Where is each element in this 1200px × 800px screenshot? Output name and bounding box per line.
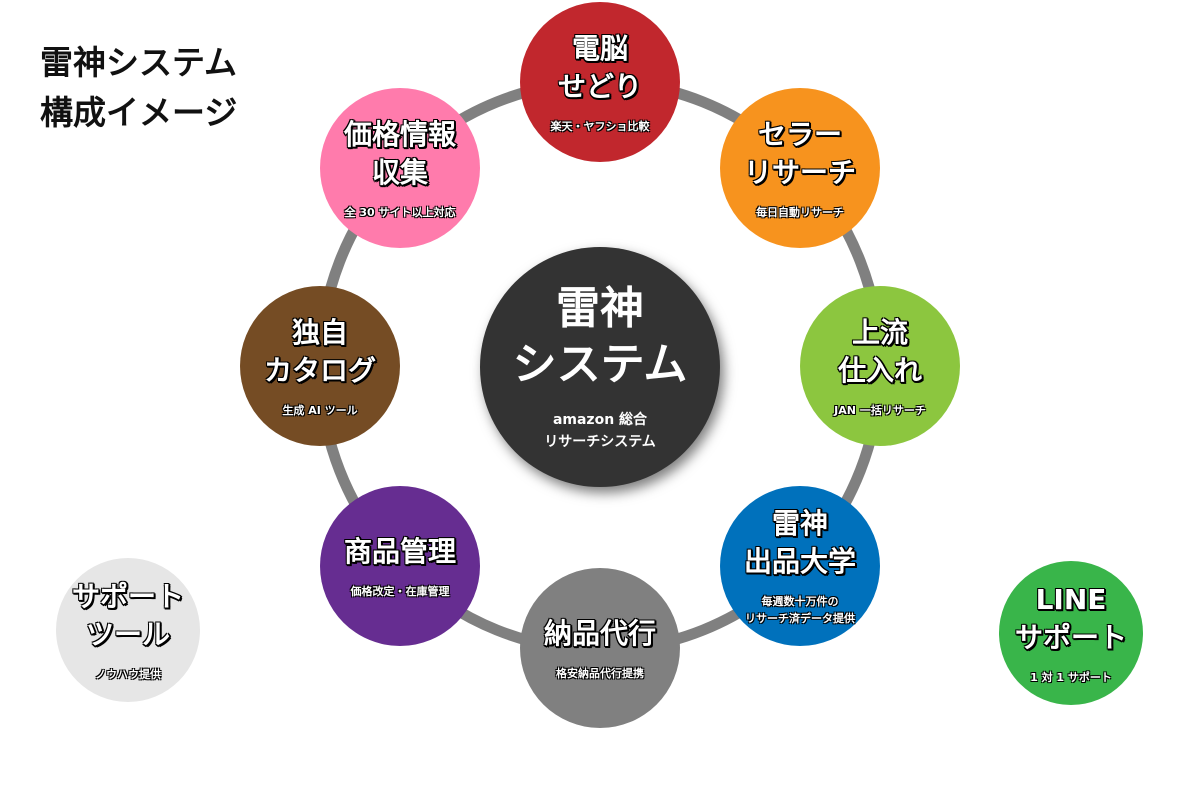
title-line-2: 構成イメージ bbox=[40, 93, 238, 132]
label-line: 納品代行 bbox=[543, 616, 656, 650]
description-line: 格安納品代行提携 bbox=[556, 666, 644, 680]
product-management-description: 価格改定・在庫管理 bbox=[351, 583, 450, 600]
description-line: 楽天・ヤフショ比較 bbox=[550, 119, 650, 133]
label-line: リサーチ bbox=[743, 155, 856, 189]
seller-research-node: セラーリサーチ毎日自動リサーチ bbox=[720, 88, 880, 248]
label-line: ツール bbox=[85, 617, 170, 651]
label-line: システム bbox=[512, 339, 688, 390]
raijin-listing-university-description: 毎週数十万件のリサーチ済データ提供 bbox=[745, 593, 855, 627]
product-management-label: 商品管理 bbox=[344, 533, 456, 571]
support-tool-label: サポートツール bbox=[72, 578, 184, 654]
label-line: サポート bbox=[71, 579, 184, 613]
upstream-purchase-node: 上流仕入れ JAN 一括リサーチ bbox=[800, 286, 960, 446]
delivery-agency-description: 格安納品代行提携 bbox=[556, 665, 644, 682]
line-support-description: 1 対 1 サポート bbox=[1030, 669, 1112, 686]
raijin-listing-university-node: 雷神出品大学毎週数十万件のリサーチ済データ提供 bbox=[720, 486, 880, 646]
label-line: 雷神 bbox=[556, 283, 644, 334]
denno-sedori-label: 電脳せどり bbox=[558, 30, 642, 106]
label-line: 商品管理 bbox=[343, 534, 456, 568]
seller-research-description: 毎日自動リサーチ bbox=[756, 204, 844, 221]
description-line: リサーチシステム bbox=[544, 434, 656, 450]
description-line: 生成 AI ツール bbox=[282, 403, 358, 417]
label-line: 上流 bbox=[851, 315, 908, 349]
label-line: 価格情報 bbox=[343, 117, 456, 151]
line-support-label: LINE サポート bbox=[1015, 581, 1127, 657]
description-line: 毎週数十万件の bbox=[761, 595, 839, 608]
label-line: サポート bbox=[1014, 620, 1127, 654]
description-line: 毎日自動リサーチ bbox=[756, 205, 844, 219]
diagram-title: 雷神システム 構成イメージ bbox=[40, 38, 237, 138]
original-catalog-description: 生成 AI ツール bbox=[282, 402, 357, 419]
label-line: 収集 bbox=[371, 155, 428, 189]
raijin-listing-university-label: 雷神出品大学 bbox=[744, 505, 856, 581]
upstream-purchase-description: JAN 一括リサーチ bbox=[834, 402, 926, 419]
original-catalog-label: 独自カタログ bbox=[264, 314, 376, 390]
price-info-collection-label: 価格情報収集 bbox=[344, 116, 456, 192]
label-line: 独自 bbox=[291, 315, 348, 349]
label-line: カタログ bbox=[263, 353, 376, 387]
price-info-collection-description: 全 30 サイト以上対応 bbox=[345, 204, 456, 221]
description-line: ノウハウ提供 bbox=[95, 667, 161, 681]
line-support-node: LINE サポート 1 対 1 サポート bbox=[999, 561, 1143, 705]
raijin-system-center-description: amazon 総合リサーチシステム bbox=[544, 409, 656, 453]
denno-sedori-node: 電脳せどり楽天・ヤフショ比較 bbox=[520, 2, 680, 162]
raijin-system-center-node: 雷神システム amazon 総合リサーチシステム bbox=[480, 247, 720, 487]
title-line-1: 雷神システム bbox=[40, 43, 238, 82]
description-line: リサーチ済データ提供 bbox=[745, 612, 855, 625]
denno-sedori-description: 楽天・ヤフショ比較 bbox=[551, 118, 650, 135]
label-line: 電脳 bbox=[571, 31, 628, 65]
raijin-system-center-label: 雷神システム bbox=[513, 281, 688, 393]
description-line: amazon 総合 bbox=[552, 412, 648, 428]
description-line: 全 30 サイト以上対応 bbox=[344, 205, 456, 219]
label-line: セラー bbox=[757, 117, 842, 151]
delivery-agency-node: 納品代行格安納品代行提携 bbox=[520, 568, 680, 728]
delivery-agency-label: 納品代行 bbox=[544, 615, 656, 653]
label-line: 出品大学 bbox=[743, 545, 856, 578]
label-line: 雷神 bbox=[771, 507, 828, 540]
upstream-purchase-label: 上流仕入れ bbox=[838, 314, 922, 390]
product-management-node: 商品管理価格改定・在庫管理 bbox=[320, 486, 480, 646]
support-tool-node: サポートツールノウハウ提供 bbox=[56, 558, 200, 702]
description-line: 価格改定・在庫管理 bbox=[350, 584, 450, 598]
price-info-collection-node: 価格情報収集全 30 サイト以上対応 bbox=[320, 88, 480, 248]
seller-research-label: セラーリサーチ bbox=[744, 116, 856, 192]
label-line: 仕入れ bbox=[837, 353, 922, 387]
original-catalog-node: 独自カタログ生成 AI ツール bbox=[240, 286, 400, 446]
description-line: 1 対 1 サポート bbox=[1030, 670, 1112, 684]
support-tool-description: ノウハウ提供 bbox=[95, 666, 161, 683]
label-line: せどり bbox=[557, 69, 642, 103]
description-line: JAN 一括リサーチ bbox=[834, 403, 926, 417]
label-line: LINE bbox=[1035, 582, 1107, 616]
